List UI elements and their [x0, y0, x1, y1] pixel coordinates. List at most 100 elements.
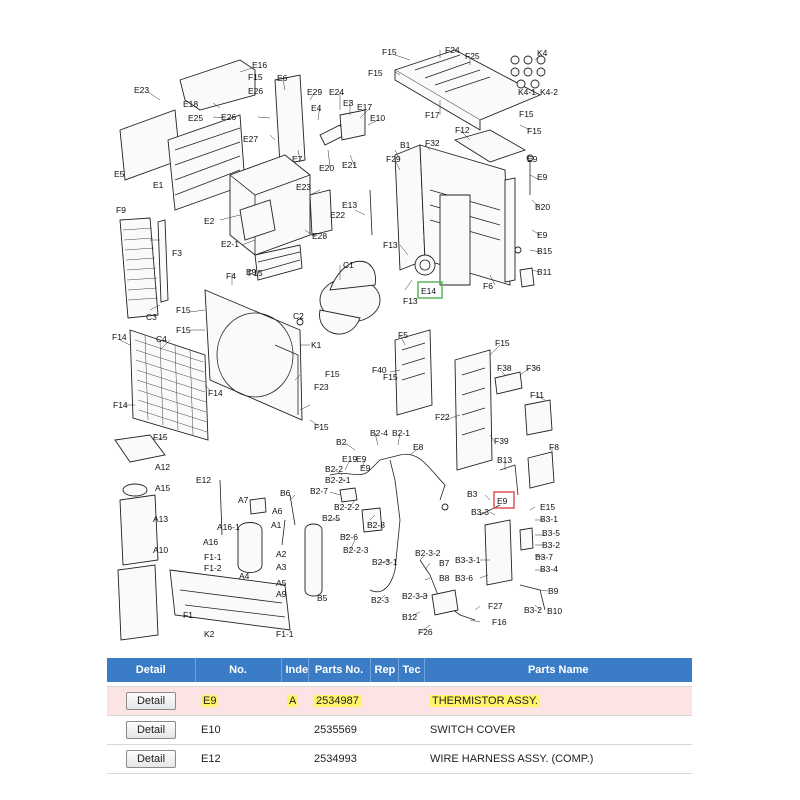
- part-label[interactable]: E26: [248, 86, 263, 96]
- part-label[interactable]: E10: [370, 113, 385, 123]
- part-label[interactable]: E19: [342, 454, 357, 464]
- part-label-e9-highlighted[interactable]: E9: [497, 496, 508, 506]
- part-label[interactable]: F15: [495, 338, 510, 348]
- part-label[interactable]: B2-2: [325, 464, 343, 474]
- part-label[interactable]: E6: [277, 73, 288, 83]
- part-label[interactable]: A1: [271, 520, 282, 530]
- part-label[interactable]: F15: [368, 68, 383, 78]
- col-header-rep[interactable]: Rep: [370, 658, 399, 682]
- part-label[interactable]: F15: [519, 109, 534, 119]
- part-label[interactable]: F9: [116, 205, 126, 215]
- part-label[interactable]: E20: [319, 163, 334, 173]
- part-label[interactable]: B2-3-3: [402, 591, 428, 601]
- part-label[interactable]: F14: [208, 388, 223, 398]
- part-label[interactable]: E12: [196, 475, 211, 485]
- part-labels[interactable]: E16 E6 E23 E18 E25 E26 E29 E24 E3 E17 E1…: [112, 45, 562, 639]
- detail-button[interactable]: Detail: [125, 692, 177, 710]
- part-label[interactable]: B3-3-1: [455, 555, 481, 565]
- part-label[interactable]: E5: [114, 169, 125, 179]
- part-label[interactable]: E9: [246, 267, 257, 277]
- part-label[interactable]: F32: [425, 138, 440, 148]
- part-label[interactable]: E27: [243, 134, 258, 144]
- col-header-no[interactable]: No.: [195, 658, 282, 682]
- part-label[interactable]: E2: [204, 216, 215, 226]
- part-label[interactable]: E9: [356, 454, 367, 464]
- part-label[interactable]: K4-1: [518, 87, 536, 97]
- part-label[interactable]: B2-8: [367, 520, 385, 530]
- part-label[interactable]: F14: [113, 400, 128, 410]
- part-label[interactable]: B3-2: [524, 605, 542, 615]
- part-label[interactable]: F4: [226, 271, 236, 281]
- part-label[interactable]: F17: [425, 110, 440, 120]
- part-label[interactable]: E23: [296, 182, 311, 192]
- part-label[interactable]: F15: [153, 432, 168, 442]
- part-label[interactable]: E21: [342, 160, 357, 170]
- part-label[interactable]: F40: [372, 365, 387, 375]
- part-label[interactable]: B3-1: [540, 514, 558, 524]
- part-label[interactable]: F23: [314, 382, 329, 392]
- part-label[interactable]: B5: [317, 593, 328, 603]
- part-label[interactable]: B9: [548, 586, 559, 596]
- part-label[interactable]: F8: [549, 442, 559, 452]
- part-label[interactable]: A4: [239, 571, 250, 581]
- part-label[interactable]: F1: [183, 610, 193, 620]
- part-label[interactable]: B11: [537, 267, 552, 277]
- part-label[interactable]: F25: [465, 51, 480, 61]
- part-label[interactable]: B3-7: [535, 552, 553, 562]
- part-label[interactable]: K4-2: [540, 87, 558, 97]
- part-label[interactable]: B2: [336, 437, 347, 447]
- part-label[interactable]: F15: [248, 72, 263, 82]
- part-label[interactable]: B2-4: [370, 428, 388, 438]
- highlight-box-e14[interactable]: [417, 281, 443, 299]
- part-label[interactable]: B3-4: [540, 564, 558, 574]
- part-label[interactable]: E1: [153, 180, 164, 190]
- part-label[interactable]: F36: [526, 363, 541, 373]
- part-label[interactable]: A10: [153, 545, 168, 555]
- part-label[interactable]: F15: [325, 369, 340, 379]
- col-header-parts-no[interactable]: Parts No.: [308, 658, 371, 682]
- part-label[interactable]: F11: [530, 390, 544, 400]
- part-label[interactable]: B3-3: [471, 507, 489, 517]
- part-label[interactable]: E9: [527, 154, 538, 164]
- part-label[interactable]: F15: [176, 305, 191, 315]
- part-label[interactable]: F38: [497, 363, 512, 373]
- part-label[interactable]: F15: [383, 372, 398, 382]
- part-label[interactable]: B2-2-3: [343, 545, 369, 555]
- part-label[interactable]: B1: [400, 140, 411, 150]
- part-label[interactable]: B2-2-1: [325, 475, 351, 485]
- part-label[interactable]: B2-5: [322, 513, 340, 523]
- part-label[interactable]: F24: [445, 45, 460, 55]
- part-label[interactable]: B2-3: [371, 595, 389, 605]
- part-label[interactable]: A3: [276, 562, 287, 572]
- part-label[interactable]: E4: [311, 103, 322, 113]
- part-label[interactable]: E18: [183, 99, 198, 109]
- part-label[interactable]: F1-1: [204, 552, 222, 562]
- part-label[interactable]: E8: [413, 442, 424, 452]
- part-label[interactable]: B20: [535, 202, 550, 212]
- part-label[interactable]: E9: [537, 172, 548, 182]
- part-label[interactable]: E24: [329, 87, 344, 97]
- part-label[interactable]: C1: [343, 260, 354, 270]
- part-label[interactable]: K4: [537, 48, 548, 58]
- detail-button[interactable]: Detail: [125, 721, 177, 739]
- part-label[interactable]: A15: [155, 483, 170, 493]
- part-label[interactable]: F15: [248, 268, 263, 278]
- part-label[interactable]: E9: [537, 230, 548, 240]
- part-label[interactable]: E7: [292, 154, 303, 164]
- part-label[interactable]: F39: [494, 436, 509, 446]
- part-label[interactable]: E28: [312, 231, 327, 241]
- part-label[interactable]: B10: [547, 606, 562, 616]
- part-label[interactable]: F16: [492, 617, 507, 627]
- part-label[interactable]: A6: [272, 506, 283, 516]
- part-label[interactable]: B6: [280, 488, 291, 498]
- part-label[interactable]: B13: [497, 455, 512, 465]
- part-label[interactable]: B2-6: [340, 532, 358, 542]
- part-label[interactable]: B3-6: [455, 573, 473, 583]
- table-row[interactable]: Detail E12 2534993 WIRE HARNESS ASSY. (C…: [107, 744, 692, 774]
- detail-button[interactable]: Detail: [125, 750, 177, 768]
- part-label[interactable]: C3: [146, 312, 157, 322]
- part-label[interactable]: B7: [439, 558, 450, 568]
- part-label[interactable]: F29: [386, 154, 401, 164]
- part-label[interactable]: F22: [435, 412, 450, 422]
- part-label[interactable]: F1-2: [204, 563, 222, 573]
